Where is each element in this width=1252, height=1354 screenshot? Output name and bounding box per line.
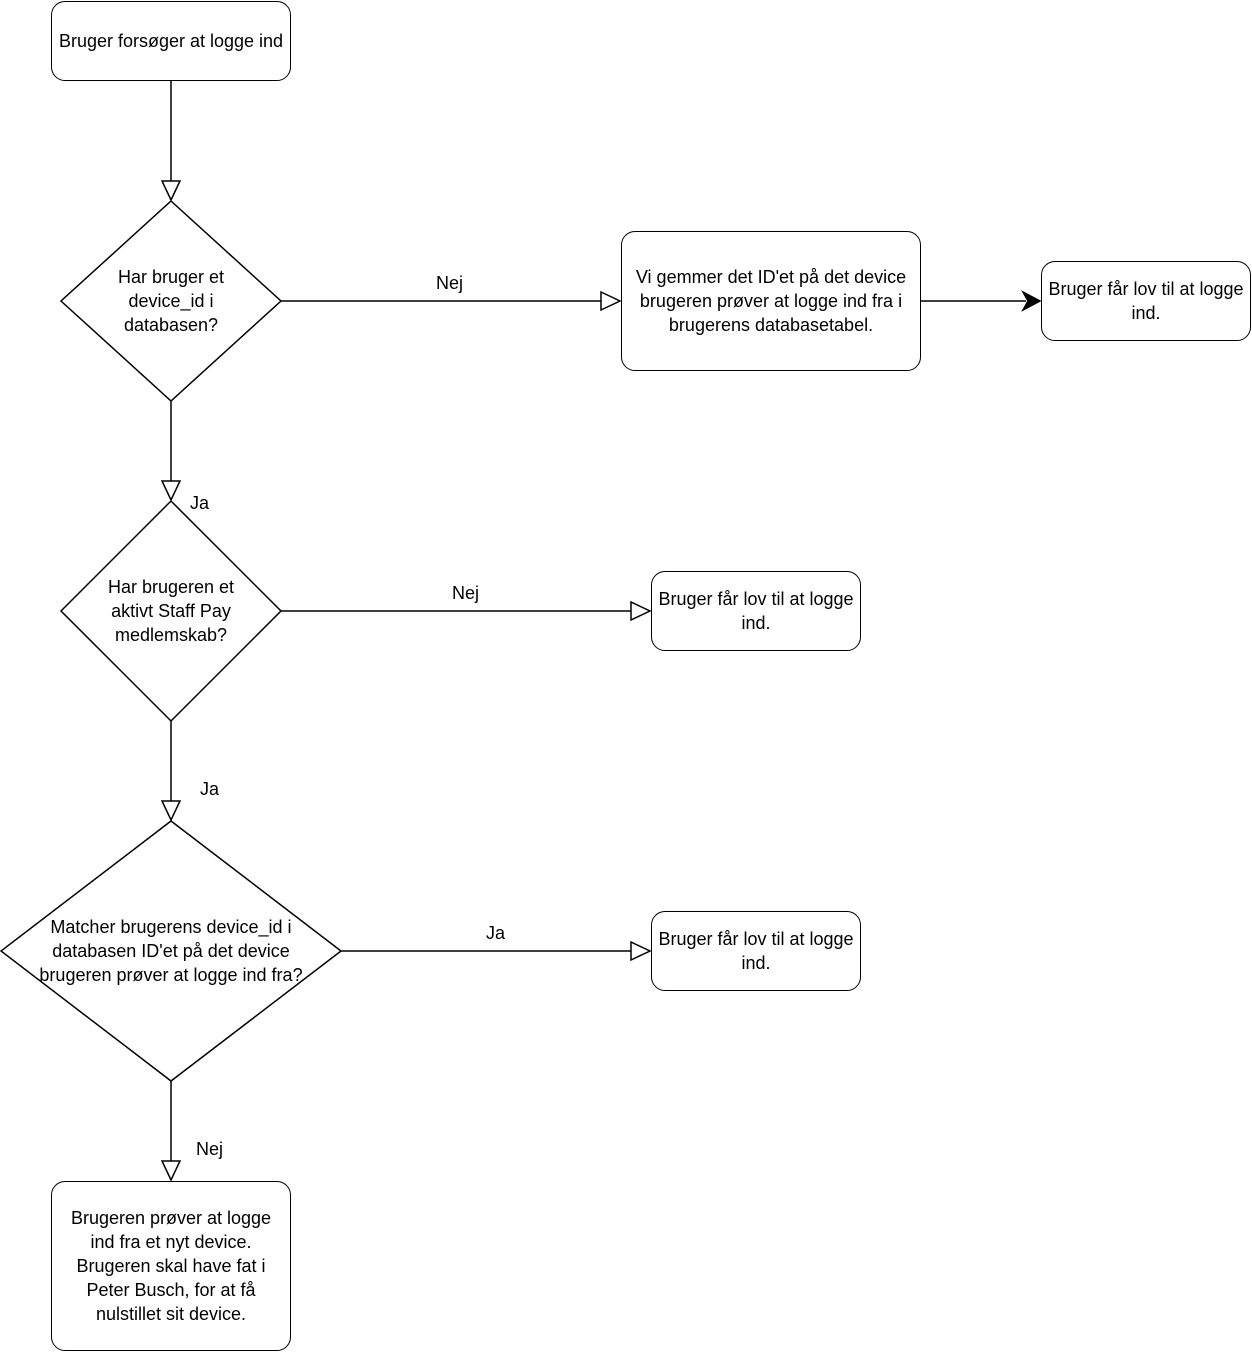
allow-login-text-2: Bruger får lov til at logge ind.: [658, 589, 854, 633]
decision-device-id-text: Har bruger et device_id i databasen?: [117, 267, 225, 335]
arrowhead-down: [160, 800, 182, 822]
edge-label-ja: Ja: [200, 779, 220, 799]
edge-label-ja: Ja: [486, 923, 506, 943]
allow-login-text-1: Bruger får lov til at logge ind.: [1048, 279, 1244, 323]
start-node: Bruger forsøger at logge ind: [51, 1, 291, 81]
arrowhead-right: [630, 600, 652, 622]
start-node-text: Bruger forsøger at logge ind: [58, 31, 284, 51]
new-device-node: Brugeren prøver at logge ind fra et nyt …: [51, 1181, 291, 1351]
arrowhead-down: [160, 480, 182, 502]
new-device-text: Brugeren prøver at logge ind fra et nyt …: [70, 1208, 272, 1324]
save-device-id-node: Vi gemmer det ID'et på det device bruger…: [621, 231, 921, 371]
save-device-id-text: Vi gemmer det ID'et på det device bruger…: [635, 267, 907, 335]
edge-label-nej: Nej: [436, 273, 464, 293]
arrowhead-right: [630, 940, 652, 962]
arrowhead-right-solid: [1021, 290, 1042, 312]
allow-login-text-3: Bruger får lov til at logge ind.: [658, 929, 854, 973]
arrowhead-down: [160, 1160, 182, 1182]
edge-label-nej: Nej: [196, 1139, 224, 1159]
arrowhead-right: [600, 290, 622, 312]
allow-login-node-1: Bruger får lov til at logge ind.: [1041, 261, 1251, 341]
allow-login-node-2: Bruger får lov til at logge ind.: [651, 571, 861, 651]
allow-login-node-3: Bruger får lov til at logge ind.: [651, 911, 861, 991]
decision-membership-text: Har brugeren et aktivt Staff Pay medlems…: [107, 577, 235, 645]
arrowhead-down: [160, 180, 182, 202]
edge-label-nej: Nej: [452, 583, 480, 603]
edge-label-ja: Ja: [190, 493, 210, 513]
decision-match-text: Matcher brugerens device_id i databasen …: [39, 917, 303, 985]
